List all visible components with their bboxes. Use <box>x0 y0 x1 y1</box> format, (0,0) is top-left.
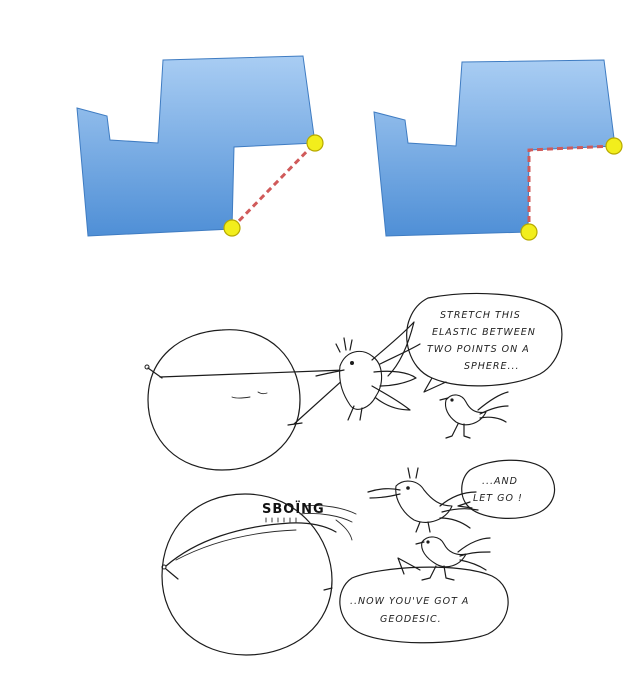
top-pin-left <box>147 367 163 379</box>
letting-go-bird <box>367 467 479 533</box>
left-end-point <box>306 134 324 152</box>
sound-effect-sboing: SBOÏNG <box>262 501 325 517</box>
cartoon-top-panel: STRETCH THIS ELASTIC BETWEEN TWO POINTS … <box>144 292 563 471</box>
top-sphere <box>147 329 301 471</box>
left-start-point <box>223 219 241 237</box>
bubble-right <box>461 459 556 519</box>
top-pin-right <box>287 422 303 426</box>
bottom-pin-right <box>323 587 333 591</box>
bubble-bottom-line1: ..NOW YOU'VE GOT A <box>350 596 469 607</box>
small-bird-bottom <box>415 536 491 581</box>
bottom-sphere <box>161 493 333 656</box>
bottom-geodesic-arc <box>165 522 337 567</box>
bubble-top-line3: TWO POINTS ON A <box>427 344 530 355</box>
top-sketch-marks <box>231 391 268 399</box>
bubble-right-tail <box>457 501 473 509</box>
cartoon-bottom-panel: SBOÏNG ...AND LET GO ! ..NOW YOU'VE GOT … <box>161 459 556 656</box>
bubble-right-line1: ...AND <box>482 476 518 487</box>
stretching-bird-eye <box>350 361 354 365</box>
motion-lines <box>299 505 357 541</box>
bottom-pin-left-head <box>161 564 167 570</box>
right-start-point <box>520 223 538 241</box>
bubble-right-line2: LET GO ! <box>473 493 523 504</box>
bubble-bottom <box>339 566 509 644</box>
left-straight-path <box>230 141 317 230</box>
bubble-bottom-tail <box>397 557 421 575</box>
bubble-top <box>406 292 563 387</box>
bubble-top-tail <box>423 377 447 393</box>
top-elastic-right <box>293 377 346 425</box>
left-polygon-diagram <box>76 55 324 237</box>
bubble-top-line2: ELASTIC BETWEEN <box>432 327 536 338</box>
top-elastic-left <box>159 369 346 378</box>
right-end-point <box>605 137 623 155</box>
bubble-bottom-line2: GEODESIC. <box>380 614 442 625</box>
right-polygon-diagram <box>373 59 623 241</box>
top-pin-left-head <box>144 364 150 370</box>
left-polygon-shape <box>76 55 316 237</box>
right-geodesic-path <box>527 144 615 232</box>
stretching-bird <box>315 321 421 421</box>
bubble-top-line1: STRETCH THIS <box>440 310 521 321</box>
right-polygon-shape <box>373 59 616 237</box>
bottom-pin-left <box>165 568 179 580</box>
bubble-top-line4: SPHERE... <box>464 361 520 372</box>
small-bird-top <box>439 391 509 439</box>
